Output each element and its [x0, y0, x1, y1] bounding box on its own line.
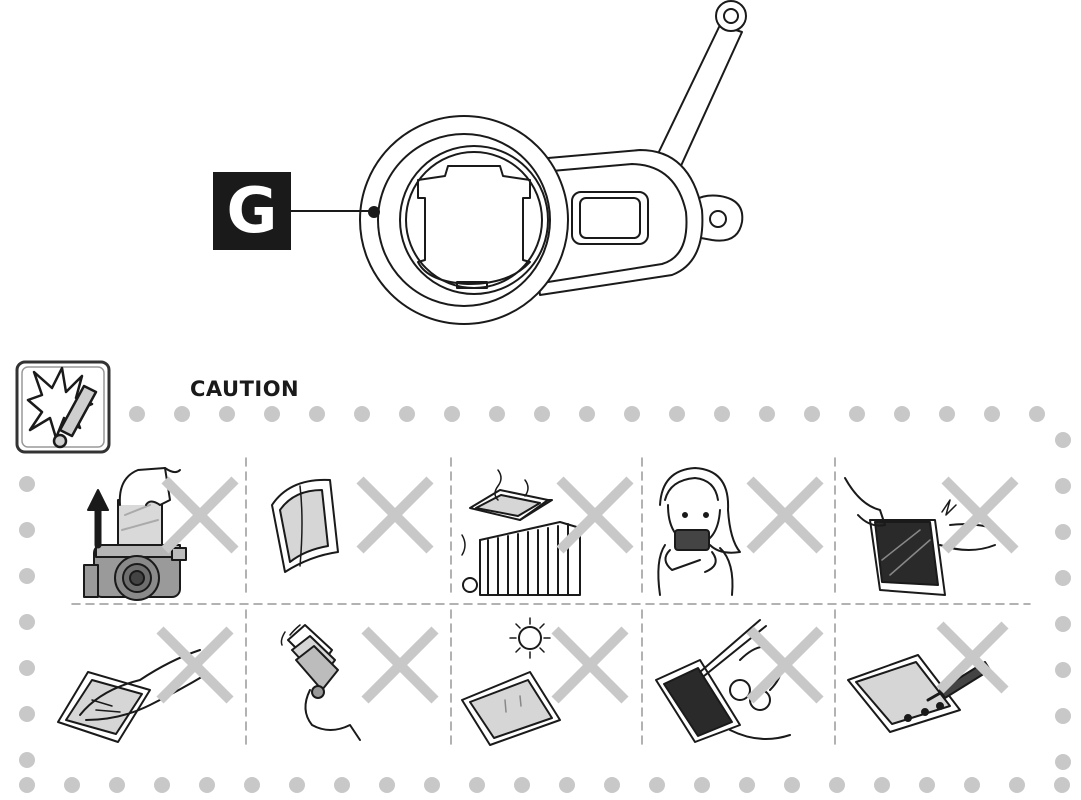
- dotted-frame: [19, 406, 1071, 793]
- caution-explosion-icon: [15, 360, 111, 454]
- leader-dot: [368, 206, 380, 218]
- panel-1-pull-film: [83, 467, 239, 601]
- panel-3-near-heater: [461, 469, 634, 596]
- panel-dividers: [71, 457, 1031, 746]
- part-label-g: G: [213, 172, 291, 250]
- panel-5-peel-film: [844, 476, 1019, 596]
- caution-heading: CAUTION: [190, 377, 300, 401]
- panel-4-child-mouth: [657, 467, 824, 596]
- panel-6-press-film: [57, 626, 234, 743]
- lens-ring-part: [359, 0, 747, 325]
- panel-7-shake-film: [280, 624, 439, 741]
- panel-2-bend-film: [271, 476, 434, 573]
- panel-10-puncture-film: [847, 621, 1009, 733]
- panel-8-sunlight: [461, 617, 629, 746]
- panel-9-cut-film: [655, 619, 824, 743]
